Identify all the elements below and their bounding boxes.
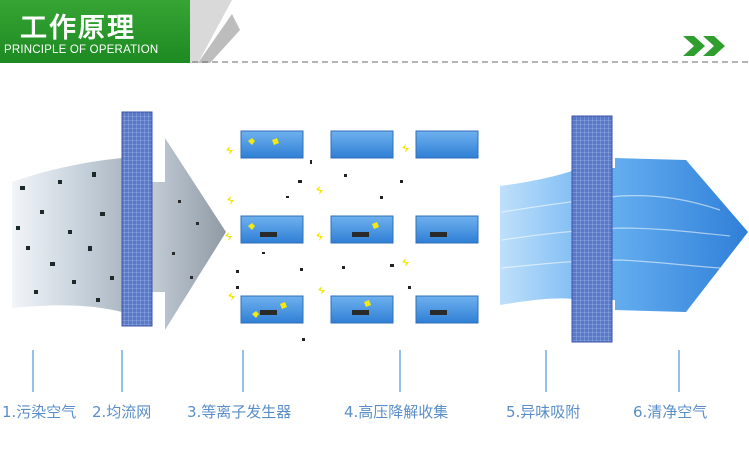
gray-flow-arrow <box>150 138 226 330</box>
floating-particles <box>236 160 411 341</box>
page-subtitle: PRINCIPLE OF OPERATION <box>4 44 159 56</box>
stage-indicator-lines <box>32 350 680 392</box>
plasma-sparks <box>225 144 409 301</box>
header-shadow <box>190 14 240 63</box>
collected-charges <box>248 138 379 318</box>
plate-column-1 <box>240 130 304 324</box>
collected-dust <box>260 232 447 315</box>
plate-column-3 <box>415 130 479 324</box>
uniform-flow-mesh <box>121 111 153 327</box>
pollutant-particles <box>16 172 114 302</box>
clean-air-flow <box>500 158 748 312</box>
collection-plates <box>240 130 479 324</box>
plate-column-2 <box>330 130 394 324</box>
operation-diagram <box>12 111 748 392</box>
arrow-particles <box>172 200 199 279</box>
title-banner: 工作原理 PRINCIPLE OF OPERATION <box>0 0 190 63</box>
section-header: 工作原理 PRINCIPLE OF OPERATION <box>0 0 749 70</box>
page-title: 工作原理 <box>20 13 136 44</box>
header-decoration <box>190 0 749 63</box>
odor-adsorption-filter <box>571 115 613 343</box>
polluted-air-flow <box>12 158 122 312</box>
header-slant <box>190 0 232 63</box>
double-chevron-right-icon[interactable] <box>683 36 725 56</box>
